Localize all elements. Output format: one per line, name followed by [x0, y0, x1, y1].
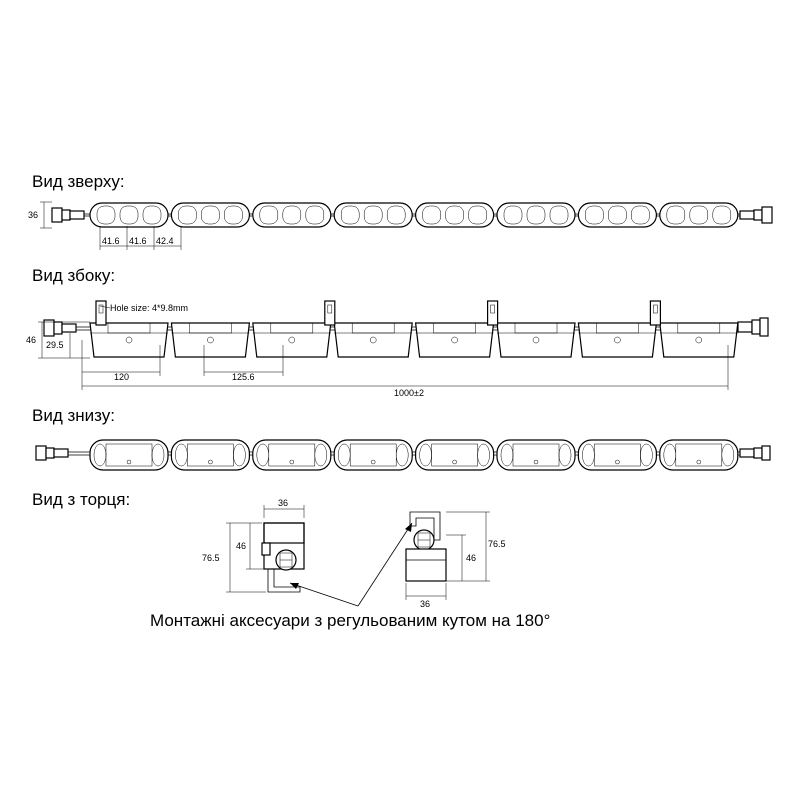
- bracket-right: [409, 511, 441, 541]
- led-lens: [712, 205, 732, 225]
- mounting-bracket: [324, 300, 336, 326]
- led-lens: [340, 205, 360, 225]
- top-view-drawing: 36 41.6 41.6 42.4: [28, 201, 773, 250]
- top-module: [415, 202, 495, 228]
- dim-side-height: 46: [26, 335, 36, 345]
- led-lens: [282, 205, 302, 225]
- led-lens: [445, 205, 464, 225]
- led-lens: [468, 205, 487, 225]
- dim-end-right-width: 36: [420, 599, 430, 609]
- heading-side-view: Вид збоку:: [32, 266, 115, 285]
- led-lens: [363, 205, 383, 225]
- bottom-module: [415, 439, 495, 471]
- dim-first-offset: 120: [114, 372, 129, 382]
- led-lens: [585, 205, 604, 225]
- bottom-module: [577, 439, 658, 471]
- side-view-drawing: Hole size: 4*9.8mm 46 29.5 120 125.6 100…: [26, 300, 769, 398]
- connector-left-side: [43, 319, 77, 337]
- led-lens: [224, 205, 243, 225]
- connector-left-bottom: [35, 445, 69, 461]
- led-lens: [631, 205, 650, 225]
- side-module: [252, 322, 332, 358]
- dim-pitch-2: 41.6: [129, 236, 147, 246]
- led-lens: [503, 205, 523, 225]
- dim-spacing: 125.6: [232, 372, 255, 382]
- bracket-left: [267, 569, 301, 593]
- connector-right-bottom: [739, 445, 771, 461]
- led-lens: [386, 205, 406, 225]
- end-view-right: 76.5 46 36: [405, 511, 506, 609]
- led-lens: [119, 205, 139, 225]
- dim-side-base: 29.5: [46, 340, 64, 350]
- bottom-view-drawing: [35, 439, 771, 471]
- dim-end-right-height: 46: [466, 553, 476, 563]
- caption-mounting-accessories: Монтажні аксесуари з регульованим кутом …: [150, 611, 550, 630]
- end-view-left: 36 76.5 46: [202, 498, 305, 593]
- bottom-module: [333, 439, 413, 471]
- bottom-module: [252, 439, 332, 471]
- top-module: [170, 202, 250, 228]
- bottom-module: [659, 439, 739, 471]
- connector-right-side: [737, 317, 769, 337]
- side-module: [89, 322, 169, 358]
- hole-size-label: Hole size: 4*9.8mm: [110, 303, 188, 313]
- dim-end-left-width: 36: [278, 498, 288, 508]
- led-lens: [259, 205, 279, 225]
- dim-pitch-3: 42.4: [156, 236, 174, 246]
- side-module: [659, 322, 739, 358]
- top-module: [659, 202, 739, 228]
- mounting-bracket: [649, 300, 662, 326]
- bottom-module: [496, 439, 576, 471]
- heading-top-view: Вид зверху:: [32, 172, 125, 191]
- dim-total-length: 1000±2: [394, 388, 424, 398]
- dim-end-right-total: 76.5: [488, 539, 506, 549]
- led-lens: [422, 205, 441, 225]
- led-lens: [526, 205, 546, 225]
- heading-bottom-view: Вид знизу:: [32, 406, 115, 425]
- connector-right: [739, 206, 773, 224]
- connector-left: [51, 207, 85, 223]
- bottom-module: [89, 439, 169, 471]
- side-module: [577, 322, 658, 358]
- dim-end-left-height: 46: [236, 541, 246, 551]
- dim-end-left-total: 76.5: [202, 553, 220, 563]
- top-module: [496, 202, 576, 228]
- led-lens: [305, 205, 325, 225]
- dim-pitch-1: 41.6: [102, 236, 120, 246]
- led-lens: [666, 205, 686, 225]
- led-lens: [201, 205, 220, 225]
- led-lens: [549, 205, 569, 225]
- bottom-module: [170, 439, 250, 471]
- mounting-bracket: [95, 300, 107, 326]
- side-module: [333, 322, 413, 358]
- led-lens: [178, 205, 197, 225]
- top-module: [333, 202, 413, 228]
- led-lens: [689, 205, 709, 225]
- led-lens: [96, 205, 116, 225]
- heading-end-view: Вид з торця:: [32, 490, 130, 509]
- side-module: [170, 322, 251, 358]
- side-module: [414, 322, 495, 358]
- callout-arrows: [289, 522, 413, 607]
- mounting-bracket: [487, 300, 499, 326]
- top-module: [577, 202, 658, 228]
- top-module: [252, 202, 332, 228]
- top-module: [89, 202, 169, 228]
- side-module: [496, 322, 576, 358]
- led-lens: [608, 205, 627, 225]
- led-lens: [142, 205, 162, 225]
- dim-top-height: 36: [28, 210, 38, 220]
